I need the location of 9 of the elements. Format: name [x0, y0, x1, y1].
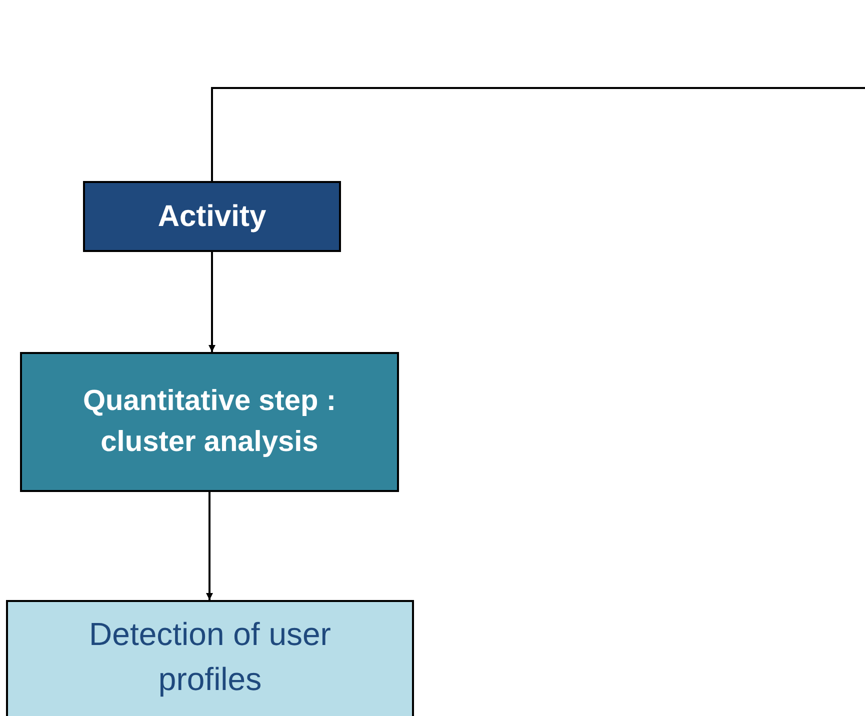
- arrow: [208, 252, 216, 352]
- process-box: [20, 352, 399, 492]
- connector-line: [211, 87, 865, 181]
- box-label: Detection of user profiles: [88, 615, 332, 699]
- box-label: Activity: [156, 198, 268, 234]
- arrow: [206, 492, 213, 600]
- box-label: Quantitative step : cluster analysis: [82, 384, 337, 460]
- process-box: [83, 181, 341, 252]
- process-box: [6, 600, 414, 716]
